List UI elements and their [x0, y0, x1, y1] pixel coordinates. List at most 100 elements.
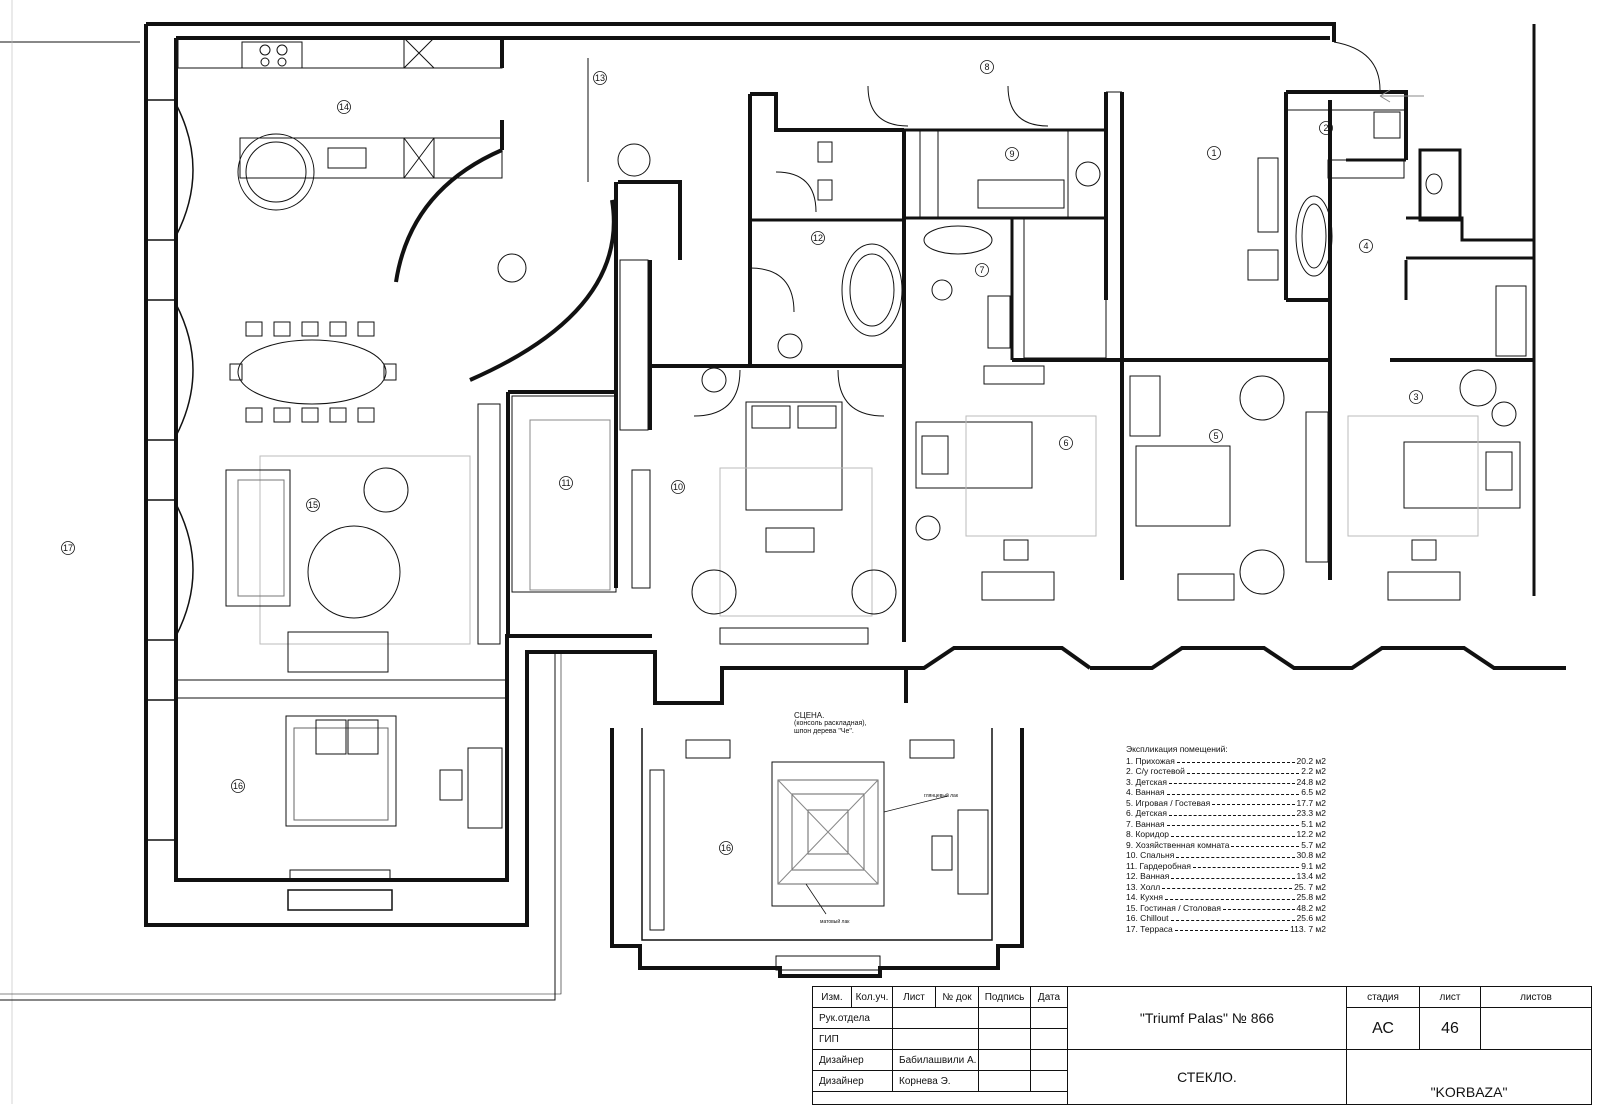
legend-leader: [1166, 819, 1300, 826]
chillout-16: [175, 679, 507, 911]
room-number-label: 7: [979, 265, 984, 275]
room-number-label: 8: [984, 62, 989, 72]
legend-room-area: 5.1 м2: [1301, 818, 1326, 829]
legend-room-name: 16. Chillout: [1126, 913, 1169, 923]
legend-leader: [1212, 798, 1295, 805]
chillout-16-inset: [610, 728, 1024, 978]
room-number-label: 1: [1211, 148, 1216, 158]
room-number-circle: [306, 498, 320, 512]
legend-room-area: 13.4 м2: [1296, 871, 1326, 881]
tb-header-kolich: Кол.уч.: [851, 986, 893, 1008]
room-number-label: 3: [1413, 392, 1418, 402]
tb-name-head: [892, 1007, 979, 1029]
legend-room-area: 9.1 м2: [1301, 860, 1326, 871]
tb-sign-gip: [978, 1028, 1031, 1050]
legend-room-area: 48.2 м2: [1296, 902, 1326, 913]
legend-room-name: 14. Кухня: [1126, 892, 1163, 902]
room-number-circle: [811, 231, 825, 245]
room-number-circle: [980, 60, 994, 74]
tb-date-designer1: [1030, 1049, 1068, 1071]
legend-leader: [1171, 871, 1295, 879]
room-number-circle: [719, 841, 733, 855]
legend-leader: [1166, 787, 1300, 795]
legend-leader: [1222, 903, 1295, 910]
rooms-1-2-4: [1247, 41, 1534, 302]
legend-room-area: 5.7 м2: [1301, 839, 1326, 850]
legend-room-area: 2.2 м2: [1301, 766, 1326, 776]
hall-curved-wall: [394, 148, 616, 382]
kitchen: [177, 37, 503, 211]
room-number-label: 17: [63, 543, 73, 553]
living-room-furniture: [225, 403, 501, 673]
room-number-label: 14: [339, 102, 349, 112]
room-number-label: 10: [673, 482, 683, 492]
room-number-circle: [1319, 121, 1333, 135]
legend-room-area: 17.7 м2: [1296, 797, 1326, 808]
room-number-label: 12: [813, 233, 823, 243]
legend-room-name: 5. Игровая / Гостевая: [1126, 797, 1211, 808]
legend-room-name: 4. Ванная: [1126, 787, 1165, 797]
room-number-label: 11: [561, 478, 570, 488]
legend-leader: [1168, 808, 1295, 816]
legend-room-name: 6. Детская: [1126, 808, 1167, 818]
legend-room-name: 10. Спальня: [1126, 850, 1175, 860]
legend-row: 5. Игровая / Гостевая 17.7 м2: [1126, 798, 1326, 809]
title-block: Изм. Кол.уч. Лист № док Подпись Дата Рук…: [812, 986, 1592, 1105]
legend-leader: [1192, 861, 1300, 868]
legend-room-area: 30.8 м2: [1296, 850, 1326, 860]
legend-row: 2. С/у гостевой 2.2 м2: [1126, 766, 1326, 777]
legend-room-name: 11. Гардеробная: [1126, 860, 1191, 871]
room-number-circle: [671, 480, 685, 494]
tb-header-list: Лист: [892, 986, 936, 1008]
room-number-label: 16: [721, 843, 731, 853]
room-5: [1106, 100, 1332, 601]
bedroom-6: [915, 300, 1124, 601]
legend-leader: [1176, 756, 1295, 763]
bedroom-10: [650, 364, 906, 645]
legend-leader: [1186, 766, 1300, 774]
callout-glossy: глянцевый лак: [924, 793, 959, 799]
tb-date-head: [1030, 1007, 1068, 1029]
room-number-label: 5: [1213, 431, 1218, 441]
legend-room-name: 8. Коридор: [1126, 829, 1170, 839]
room-number-label: 6: [1063, 438, 1068, 448]
tb-sheet-title: СТЕКЛО.: [1067, 1049, 1347, 1105]
tb-stage-label: стадия: [1346, 986, 1420, 1008]
room-number-circle: [61, 541, 75, 555]
room-number-label: 15: [308, 500, 318, 510]
stage-note-line2: (консоль раскладная),: [794, 720, 867, 727]
legend-room-name: 2. С/у гостевой: [1126, 766, 1185, 776]
legend-leader: [1231, 840, 1300, 847]
tb-role-designer1: Дизайнер: [812, 1049, 893, 1071]
legend-leader: [1171, 829, 1295, 837]
tb-role-designer2: Дизайнер: [812, 1070, 893, 1092]
room-number-circle: [1005, 147, 1019, 161]
room-number-label: 2: [1323, 123, 1328, 133]
legend-row: 9. Хозяйственная комната 5.7 м2: [1126, 840, 1326, 851]
legend-leader: [1174, 924, 1289, 931]
wardrobe-11: [511, 259, 651, 593]
tb-extra-row: [812, 1091, 1068, 1105]
legend-room-area: 113. 7 м2: [1290, 923, 1326, 934]
room-number-circle: [1059, 436, 1073, 450]
room-number-circle: [337, 100, 351, 114]
legend-room-name: 17. Терраса: [1126, 923, 1173, 934]
room-number-circle: [1209, 429, 1223, 443]
legend-room-area: 20.2 м2: [1296, 755, 1326, 766]
tb-sheet: 46: [1419, 1007, 1481, 1050]
legend-title: Экспликация помещений:: [1126, 744, 1228, 754]
room-number-circle: [559, 476, 573, 490]
tb-sign-head: [978, 1007, 1031, 1029]
tb-name-gip: [892, 1028, 979, 1050]
bath-12: [748, 92, 906, 380]
legend-row: 17. Терраса 113. 7 м2: [1126, 924, 1326, 935]
legend-room-name: 9. Хозяйственная комната: [1126, 839, 1230, 850]
